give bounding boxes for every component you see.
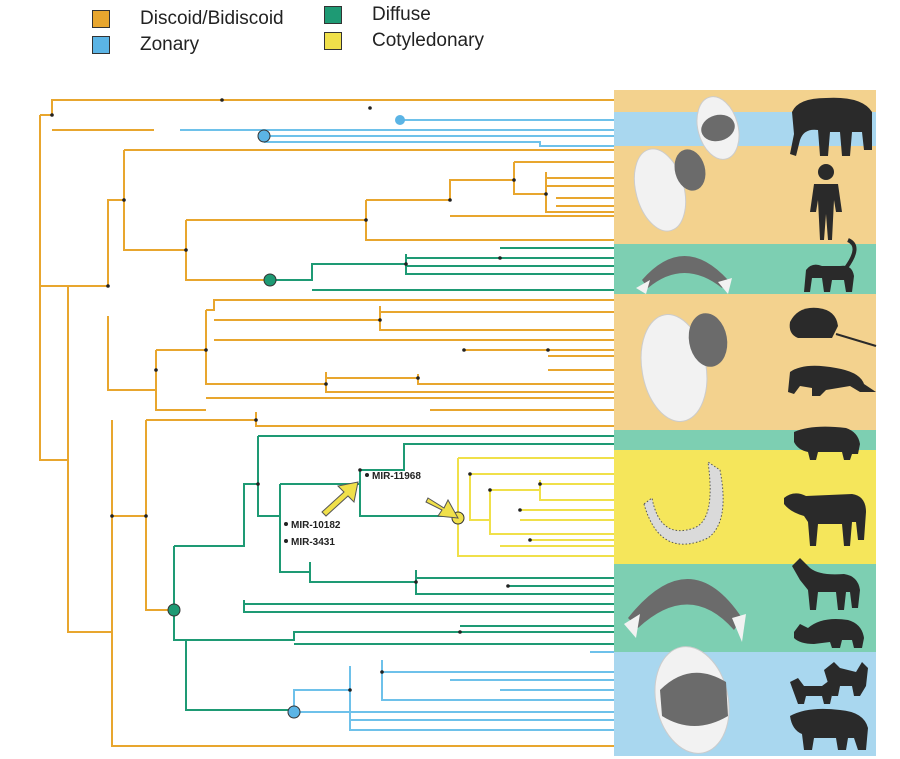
mir-11968-label: MIR-11968 (372, 471, 421, 482)
branch-node (416, 376, 420, 380)
node-zonary-origin-3 (287, 705, 301, 719)
branch-node (498, 256, 502, 260)
branch-node (546, 348, 550, 352)
branch-node (512, 178, 516, 182)
rhino-icon (794, 619, 864, 648)
branch-node (324, 382, 328, 386)
node-zonary-origin-2 (257, 129, 271, 143)
placenta-zonary-icon (654, 646, 730, 754)
branch-node (448, 198, 452, 202)
legend-item-zonary: Zonary (92, 34, 199, 56)
branch-node (458, 630, 462, 634)
branch-node (50, 113, 54, 117)
branch-node (380, 670, 384, 674)
branch-node (506, 584, 510, 588)
branches-diffuse (173, 247, 614, 711)
node-diffuse-origin-1 (263, 273, 277, 287)
branch-node (378, 318, 382, 322)
arrow-icon-mir-10182 (321, 481, 359, 517)
mir-annotations: MIR-11968 MIR-10182 MIR-3431 (284, 471, 421, 548)
legend-label-zonary: Zonary (140, 34, 200, 55)
branches-zonary (180, 119, 614, 731)
branch-node (220, 98, 224, 102)
branches-cotyledonary (457, 457, 614, 557)
branch-node (468, 472, 472, 476)
human-icon (810, 164, 842, 240)
legend-swatch-zonary (92, 36, 110, 54)
legend-item-cotyledonary: Cotyledonary (324, 30, 484, 52)
branch-node (122, 198, 126, 202)
branch-node (462, 348, 466, 352)
pig-icon (794, 426, 860, 460)
branch-node (144, 514, 148, 518)
branch-node (106, 284, 110, 288)
branches-discoid (39, 99, 614, 747)
mir-3431-label: MIR-3431 (291, 537, 335, 548)
node-zonary-origin-1 (395, 115, 405, 125)
legend-label-diffuse: Diffuse (372, 4, 431, 25)
otter-icon (788, 365, 876, 396)
cow-icon (784, 493, 866, 546)
branch-node (538, 482, 542, 486)
lemur-icon (804, 238, 857, 292)
branch-node (254, 418, 258, 422)
placenta-cotyledonary-icon (643, 460, 724, 545)
legend-swatch-cotyledonary (324, 32, 342, 50)
elephant-icon (790, 97, 872, 156)
arrow-icons (321, 481, 459, 519)
branch-node (518, 508, 522, 512)
branch-node (204, 348, 208, 352)
legend-swatch-discoid (92, 10, 110, 28)
branch-node (544, 192, 548, 196)
branch-node (256, 482, 260, 486)
rodent-icon (789, 307, 877, 347)
placenta-discoid-icon (633, 96, 740, 422)
node-markers (167, 115, 465, 719)
node-diffuse-origin-2 (167, 603, 181, 617)
dogs-icon (790, 662, 868, 704)
branch-node (184, 248, 188, 252)
mir-10182-label: MIR-10182 (291, 520, 341, 531)
bear-icon (790, 708, 868, 750)
branch-node (358, 468, 362, 472)
branch-node (110, 514, 114, 518)
horse-icon (792, 558, 860, 610)
branch-node (488, 488, 492, 492)
arrow-icon-mir-11968 (425, 497, 459, 519)
legend-swatch-diffuse (324, 6, 342, 24)
branch-node (154, 368, 158, 372)
branch-node (404, 262, 408, 266)
branch-node (364, 218, 368, 222)
legend-label-discoid: Discoid/Bidiscoid (140, 8, 284, 29)
branch-node (414, 580, 418, 584)
placenta-diffuse-icon (624, 256, 746, 642)
legend: Discoid/Bidiscoid Zonary Diffuse Cotyled… (0, 0, 900, 70)
branch-node (348, 688, 352, 692)
legend-item-diffuse: Diffuse (324, 4, 431, 26)
branch-node (528, 538, 532, 542)
legend-label-cotyledonary: Cotyledonary (372, 30, 484, 51)
branch-node (368, 106, 372, 110)
legend-item-discoid: Discoid/Bidiscoid (92, 8, 284, 30)
